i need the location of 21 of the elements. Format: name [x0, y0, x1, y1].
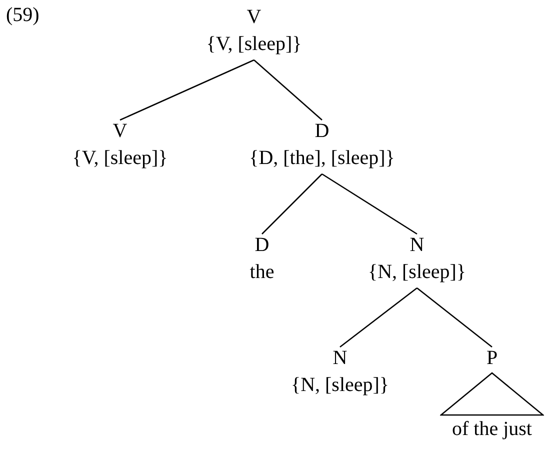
category-label: V — [112, 119, 128, 144]
category-label: D — [254, 233, 270, 258]
category-label: N — [332, 346, 348, 371]
tree-branch — [254, 60, 322, 120]
tree-branch — [340, 287, 418, 348]
tree-branch — [120, 59, 254, 121]
feature-set: {N, [sleep]} — [368, 260, 466, 285]
feature-set: the — [250, 260, 274, 285]
tree-branch — [416, 287, 492, 348]
category-label: V — [246, 5, 262, 30]
feature-set: {V, [sleep]} — [72, 146, 168, 171]
feature-set: {D, [the], [sleep]} — [249, 146, 395, 171]
category-label: P — [486, 346, 498, 371]
example-number: (59) — [6, 4, 40, 27]
feature-set: of the just — [452, 417, 532, 442]
category-label: D — [314, 119, 330, 144]
feature-set: {N, [sleep]} — [290, 373, 390, 398]
feature-set: {V, [sleep]} — [206, 32, 302, 57]
tree-branch — [322, 173, 418, 235]
tree-branch — [262, 174, 322, 234]
category-label: N — [410, 233, 424, 258]
